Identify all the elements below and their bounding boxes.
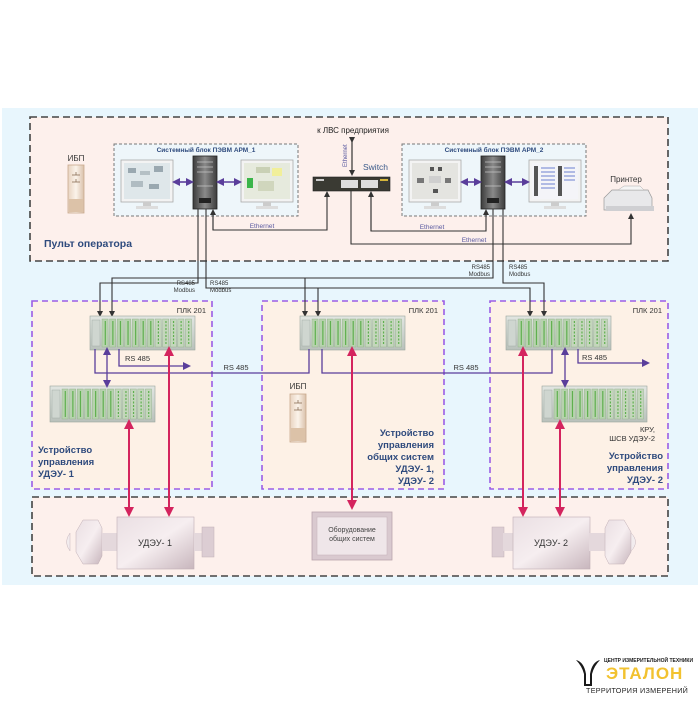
modbus-line-arm1-plc3 [206, 287, 533, 317]
motor-udeu1-icon [66, 516, 215, 570]
svg-text:общих систем: общих систем [367, 452, 434, 463]
modbus-line-arm1-plc1 [97, 209, 199, 317]
operator-panel-title: Пульт оператора [44, 238, 132, 250]
monitor-icon [120, 159, 174, 209]
logo-mark-icon [576, 660, 600, 686]
ethernet-arm1-label: Ethernet [250, 223, 275, 230]
lan-label: к ЛВС предприятия [317, 126, 389, 135]
svg-text:RS485: RS485 [509, 265, 528, 271]
logo-tagline: ТЕРРИТОРИЯ ИЗМЕРЕНИЙ [586, 686, 688, 695]
svg-text:RS485: RS485 [472, 265, 491, 271]
plc-label: ПЛК 201 [409, 306, 438, 315]
logo-brand: ЭТАЛОН [606, 664, 683, 683]
modbus-line-arm2-plc1 [109, 209, 494, 317]
network-switch-icon [312, 176, 391, 192]
zone3-title: Устройство управления УДЭУ- 2 [607, 451, 663, 486]
motor-udeu2-label: УДЭУ- 2 [534, 538, 568, 548]
ups-icon [67, 164, 85, 214]
arm1-title: Системный блок ПЭВМ АРМ_1 [157, 146, 256, 154]
ethernet-printer-label: Ethernet [462, 237, 487, 244]
rs485-link-2-3 [321, 349, 553, 374]
svg-text:Устройство: Устройство [38, 445, 92, 456]
common-ups-label: ИБП [290, 382, 307, 391]
plc-rack-udeu2 [505, 315, 612, 351]
monitor-icon [408, 159, 462, 209]
printer-icon [603, 185, 654, 211]
logo-graphic: ЦЕНТР ИЗМЕРИТЕЛЬНОЙ ТЕХНИКИ ЭТАЛОН ТЕРРИ… [576, 656, 693, 695]
svg-text:УДЭУ- 1,: УДЭУ- 1, [395, 464, 434, 475]
svg-text:УДЭУ- 1: УДЭУ- 1 [38, 469, 75, 480]
modbus-line-arm2-plc3 [502, 209, 547, 317]
monitor-icon [528, 159, 582, 209]
svg-text:управления: управления [378, 440, 434, 451]
svg-text:управления: управления [607, 463, 663, 474]
plc-label: ПЛК 201 [633, 306, 662, 315]
svg-text:управления: управления [38, 457, 94, 468]
rs485-local-line-3 [577, 349, 650, 367]
arm2-title: Системный блок ПЭВМ АРМ_2 [445, 146, 544, 154]
svg-text:RS485: RS485 [210, 281, 229, 287]
svg-text:КРУ,: КРУ, [640, 425, 655, 434]
modbus-label-2a: RS485 Modbus [469, 265, 491, 278]
rs485-link-label-2: RS 485 [453, 363, 478, 372]
plc-rack-udeu1 [89, 315, 196, 351]
svg-text:Modbus: Modbus [174, 288, 195, 294]
operator-ups-label: ИБП [68, 154, 85, 163]
common-equipment-label-1: Оборудование [328, 526, 376, 534]
rs485-local-label-3: RS 485 [582, 353, 607, 362]
rs485-local-label-1: RS 485 [125, 354, 150, 363]
svg-text:ШСВ УДЭУ-2: ШСВ УДЭУ-2 [609, 434, 655, 443]
printer-label: Принтер [610, 175, 642, 184]
modbus-label-1a: RS485 Modbus [174, 281, 196, 294]
pc-tower-icon [480, 155, 506, 210]
motor-udeu2-icon [491, 516, 636, 570]
switch-label: Switch [363, 162, 388, 172]
ethernet-arm2-label: Ethernet [420, 224, 445, 231]
svg-text:Modbus: Modbus [210, 288, 231, 294]
svg-text:УДЭУ- 2: УДЭУ- 2 [627, 475, 663, 486]
lan-ethernet-label: Ethernet [343, 144, 349, 167]
monitor-icon [240, 159, 294, 209]
zone2-title: Устройство управления общих систем УДЭУ-… [367, 428, 434, 487]
pc-tower-icon [192, 155, 218, 210]
zone3-cabinet-label: КРУ, ШСВ УДЭУ-2 [609, 425, 655, 443]
svg-text:RS485: RS485 [177, 281, 196, 287]
common-equipment-label-2: общих систем [329, 535, 375, 543]
svg-text:Устройство: Устройство [609, 451, 663, 462]
svg-text:Устройство: Устройство [380, 428, 434, 439]
etalon-logo: ЦЕНТР ИЗМЕРИТЕЛЬНОЙ ТЕХНИКИ ЭТАЛОН ТЕРРИ… [572, 652, 700, 696]
rs485-link-1-2 [94, 349, 310, 374]
ethernet-printer-line [350, 191, 634, 245]
modbus-label-2b: RS485 Modbus [509, 265, 530, 278]
io-rack-udeu1 [49, 385, 156, 423]
logo-top-line: ЦЕНТР ИЗМЕРИТЕЛЬНОЙ ТЕХНИКИ [604, 656, 693, 664]
svg-text:Modbus: Modbus [509, 272, 530, 278]
common-equipment-box [311, 511, 393, 561]
motor-udeu1-label: УДЭУ- 1 [138, 538, 172, 548]
modbus-label-1b: RS485 Modbus [210, 281, 231, 294]
io-rack-udeu2 [541, 385, 648, 423]
plc-rack-common [299, 315, 406, 351]
svg-text:УДЭУ- 2: УДЭУ- 2 [398, 476, 434, 487]
rs485-link-label-1: RS 485 [223, 363, 248, 372]
ups-icon [289, 393, 307, 443]
svg-text:Modbus: Modbus [469, 272, 490, 278]
zone1-title: Устройство управления УДЭУ- 1 [38, 445, 94, 480]
plc-label: ПЛК 201 [177, 306, 206, 315]
